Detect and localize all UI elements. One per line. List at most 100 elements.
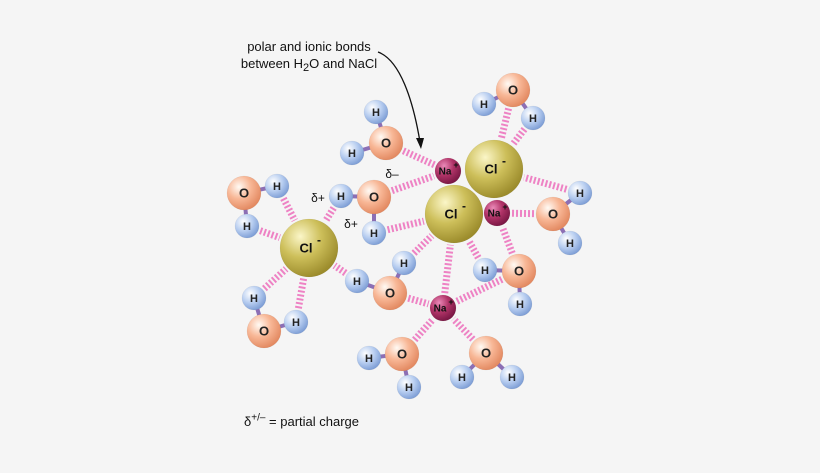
hydrogen-atom: H <box>507 291 533 317</box>
bond-callout: polar and ionic bonds between H2O and Na… <box>214 38 404 74</box>
hydrogen-atom: H <box>472 257 498 283</box>
hydrogen-atom: H <box>471 91 497 117</box>
chlorine-ion-shape <box>279 218 339 278</box>
oxygen-atom: O <box>501 253 537 289</box>
sodium-ion: Na+ <box>429 294 457 322</box>
oxygen-atom-label: O <box>514 264 524 279</box>
oxygen-atom-shape <box>535 196 571 232</box>
oxygen-atom-shape <box>246 313 282 349</box>
hydrogen-atom-shape <box>449 364 475 390</box>
polar-bond <box>441 244 454 294</box>
polar-bond <box>280 196 298 223</box>
callout-line-1: polar and ionic bonds <box>247 39 371 54</box>
hydrogen-atom-shape <box>363 99 389 125</box>
hydrogen-atom: H <box>339 140 365 166</box>
hydrogen-atom-label: H <box>480 99 488 111</box>
polar-bond <box>401 147 436 169</box>
hydrogen-atom-shape <box>557 230 583 256</box>
hydrogen-atom: H <box>241 285 267 311</box>
polar-bond <box>390 172 436 195</box>
sodium-ion-shape <box>429 294 457 322</box>
polar-bond <box>411 233 435 256</box>
sodium-ion: Na+ <box>483 199 511 227</box>
hydrogen-atom-label: H <box>400 258 408 270</box>
polar-bond <box>522 173 568 193</box>
hydrogen-atom-label: H <box>250 293 258 305</box>
hydrogen-atom-shape <box>396 374 422 400</box>
oxygen-atom: O <box>368 125 404 161</box>
hydrogen-atom-label: H <box>365 353 373 365</box>
oxygen-atom-label: O <box>481 346 491 361</box>
polar-bonds <box>259 107 568 343</box>
polar-bond <box>386 217 425 234</box>
sodium-ion-label: Na <box>434 304 447 315</box>
hydrogen-atom-label: H <box>348 148 356 160</box>
partial-charge-labels: δ–δ+δ+ <box>311 167 399 231</box>
oxygen-atom-shape <box>356 179 392 215</box>
callout-line-2: between H2O and NaCl <box>240 56 378 74</box>
hydrogen-atom-shape <box>328 183 354 209</box>
oxygen-atom-label: O <box>548 207 558 222</box>
polar-bond <box>259 227 281 241</box>
hydrogen-atom: H <box>283 309 309 335</box>
oxygen-atom-shape <box>501 253 537 289</box>
delta-plus-label: δ+ <box>344 217 358 231</box>
hydrogen-atom-shape <box>471 91 497 117</box>
oxygen-atom-label: O <box>239 186 249 201</box>
hydrogen-atom: H <box>557 230 583 256</box>
oxygen-atom-label: O <box>385 286 395 301</box>
oxygen-atom-shape <box>468 335 504 371</box>
oxygen-atom-label: O <box>397 347 407 362</box>
hydrogen-atom-shape <box>391 250 417 276</box>
hydrogen-atom: H <box>449 364 475 390</box>
chlorine-ion-label: Cl <box>485 162 498 177</box>
chlorine-ion-label: Cl <box>300 241 313 256</box>
polar-bond <box>412 316 436 343</box>
hydrogen-atom-label: H <box>405 382 413 394</box>
hydrogen-atom-label: H <box>529 113 537 125</box>
chlorine-ion: Cl- <box>424 184 484 244</box>
hydrogen-atom-label: H <box>372 107 380 119</box>
oxygen-atom-shape <box>384 336 420 372</box>
polar-bond <box>407 294 430 308</box>
hydrogen-atom-shape <box>241 285 267 311</box>
hydrogen-atom-shape <box>499 364 525 390</box>
hydrogen-atom-label: H <box>243 221 251 233</box>
hydrogen-atom-shape <box>344 268 370 294</box>
sodium-ion-charge: + <box>502 202 507 212</box>
hydrogen-atom-label: H <box>273 181 281 193</box>
hydrogen-atom-shape <box>339 140 365 166</box>
oxygen-atom-shape <box>372 275 408 311</box>
oxygen-atom-label: O <box>508 83 518 98</box>
hydrogen-atom-label: H <box>458 372 466 384</box>
hydrogen-atom-shape <box>567 180 593 206</box>
hydrogen-atom: H <box>361 220 387 246</box>
chlorine-ion-charge: - <box>502 154 506 168</box>
sodium-ion-label: Na <box>488 209 501 220</box>
polar-bond <box>465 239 482 260</box>
polar-bond <box>499 225 516 255</box>
delta-plus-label: δ+ <box>311 191 325 205</box>
chlorine-ion: Cl- <box>279 218 339 278</box>
chlorine-ion-charge: - <box>317 233 321 247</box>
hydrogen-atom-label: H <box>292 317 300 329</box>
oxygen-atom: O <box>495 72 531 108</box>
oxygen-atom: O <box>535 196 571 232</box>
sodium-ion-shape <box>434 157 462 185</box>
oxygen-atom-label: O <box>381 136 391 151</box>
oxygen-atom-shape <box>495 72 531 108</box>
oxygen-atom: O <box>372 275 408 311</box>
hydrogen-atom-label: H <box>516 299 524 311</box>
polar-bond <box>454 276 504 305</box>
hydrogen-atom-shape <box>234 213 260 239</box>
polar-bond <box>450 316 476 342</box>
sodium-ion-shape <box>483 199 511 227</box>
partial-charge-legend: δ+/– = partial charge <box>244 412 360 429</box>
chlorine-ion-shape <box>424 184 484 244</box>
callout-arrow <box>377 51 421 143</box>
hydrogen-atom: H <box>264 173 290 199</box>
hydrogen-atom-label: H <box>370 228 378 240</box>
hydrogen-atom-shape <box>361 220 387 246</box>
